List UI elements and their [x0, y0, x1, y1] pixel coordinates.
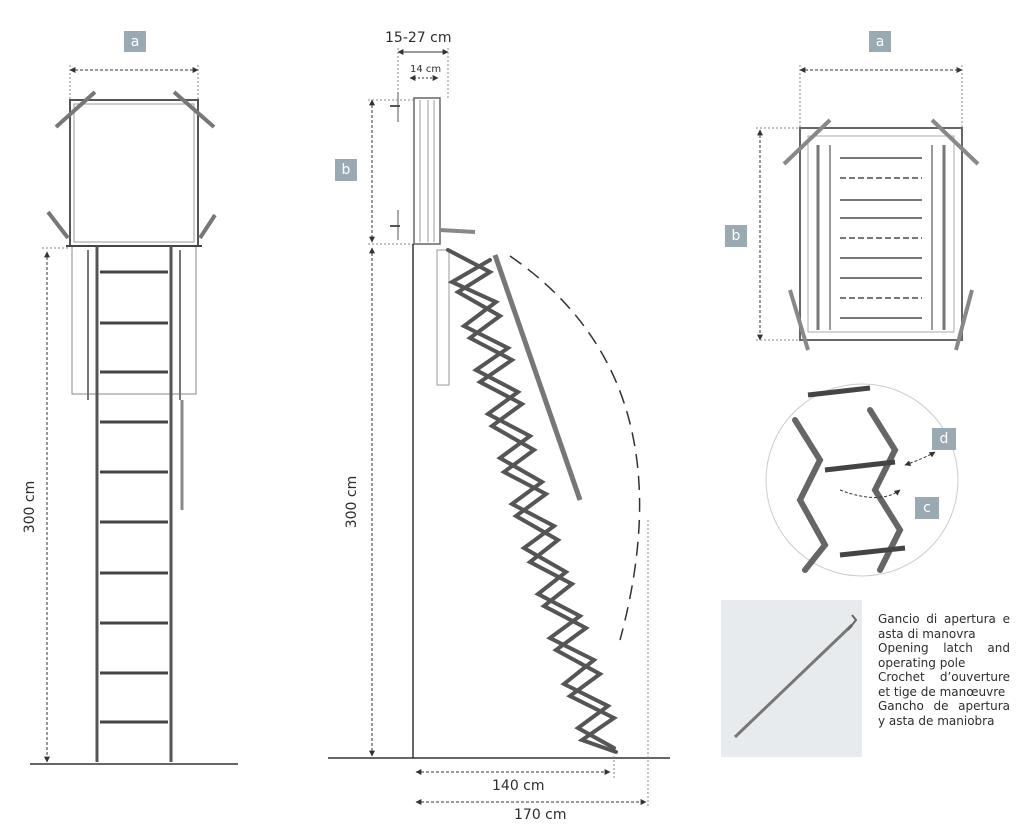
side-view	[328, 48, 670, 806]
caption-fr-2: et tige de manœuvre	[878, 684, 1006, 699]
caption-it-1: Gancio di apertura e	[878, 612, 1010, 626]
operating-pole	[721, 600, 862, 757]
front-height-label: 300 cm	[22, 480, 38, 534]
top-view	[756, 65, 980, 351]
thickness-label: 15-27 cm	[385, 30, 452, 46]
caption-fr-1: Crochet d’ouverture	[878, 670, 1010, 684]
caption-es-1: Gancho de apertura	[878, 699, 1010, 713]
detail-circle	[765, 383, 959, 577]
caption-en-2: operating pole	[878, 655, 966, 670]
reach-170-label: 170 cm	[514, 807, 567, 823]
caption-it-2: asta di manovra	[878, 626, 976, 641]
caption-es-2: y asta de maniobra	[878, 713, 995, 728]
tag-b-side: b	[335, 159, 357, 181]
pole-caption: Gancio di apertura e asta di manovra Ope…	[878, 612, 1010, 728]
reach-140-label: 140 cm	[492, 778, 545, 794]
caption-en-1: Opening latch and	[878, 641, 1010, 655]
front-view	[30, 65, 238, 765]
tag-d: d	[932, 428, 956, 450]
side-height-label: 300 cm	[344, 475, 360, 529]
tag-a-front: a	[124, 31, 146, 52]
frame-depth-label: 14 cm	[410, 64, 442, 75]
tag-c: c	[915, 497, 939, 519]
tag-b-top: b	[725, 225, 747, 247]
tag-a-top: a	[869, 31, 891, 52]
